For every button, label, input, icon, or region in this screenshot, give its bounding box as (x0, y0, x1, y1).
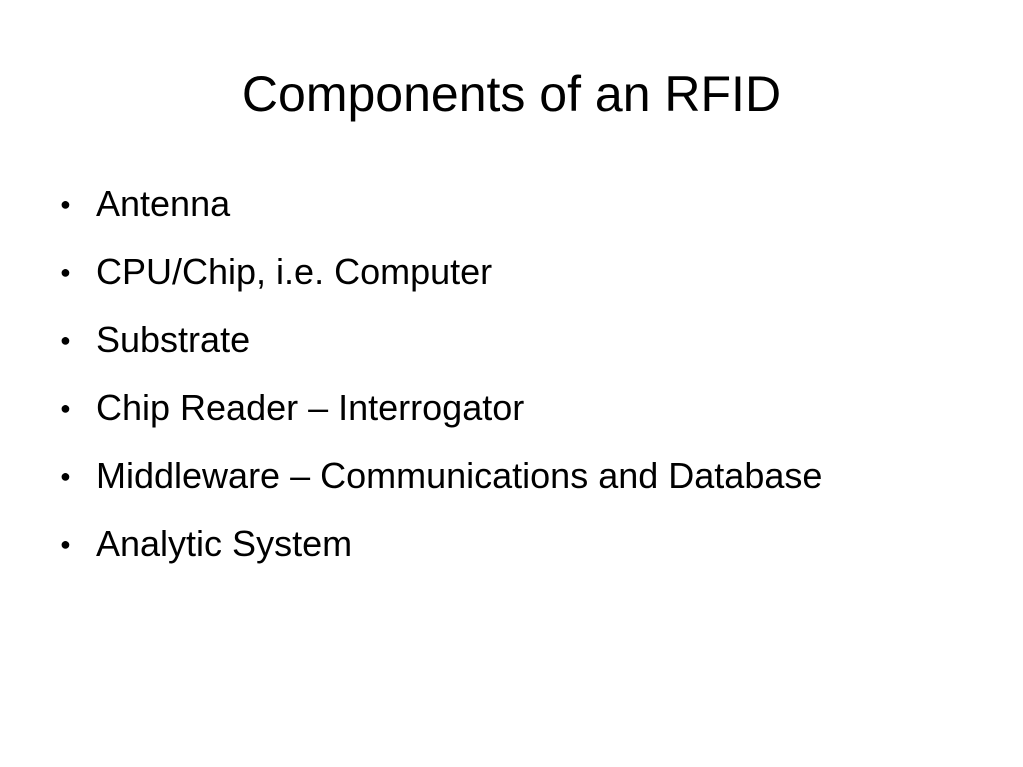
bullet-icon: ● (60, 398, 71, 418)
bullet-item-middleware: ● Middleware – Communications and Databa… (58, 452, 978, 520)
bullet-text: Substrate (96, 319, 251, 360)
bullet-list: ● Antenna ● CPU/Chip, i.e. Computer ● Su… (58, 180, 978, 588)
bullet-icon: ● (60, 262, 71, 282)
bullet-item-analytic-system: ● Analytic System (58, 520, 978, 588)
bullet-text: Middleware – Communications and Database (96, 455, 823, 496)
bullet-text: CPU/Chip, i.e. Computer (96, 251, 493, 292)
bullet-item-substrate: ● Substrate (58, 316, 978, 384)
bullet-text: Analytic System (96, 523, 353, 564)
bullet-text: Antenna (96, 183, 231, 224)
slide-title: Components of an RFID (241, 66, 782, 122)
bullet-item-antenna: ● Antenna (58, 180, 978, 248)
bullet-item-cpu-chip: ● CPU/Chip, i.e. Computer (58, 248, 978, 316)
bullet-text: Chip Reader – Interrogator (96, 387, 525, 428)
bullet-icon: ● (60, 330, 71, 350)
bullet-icon: ● (60, 466, 71, 486)
bullet-icon: ● (60, 194, 71, 214)
bullet-icon: ● (60, 534, 71, 554)
bullet-item-chip-reader: ● Chip Reader – Interrogator (58, 384, 978, 452)
